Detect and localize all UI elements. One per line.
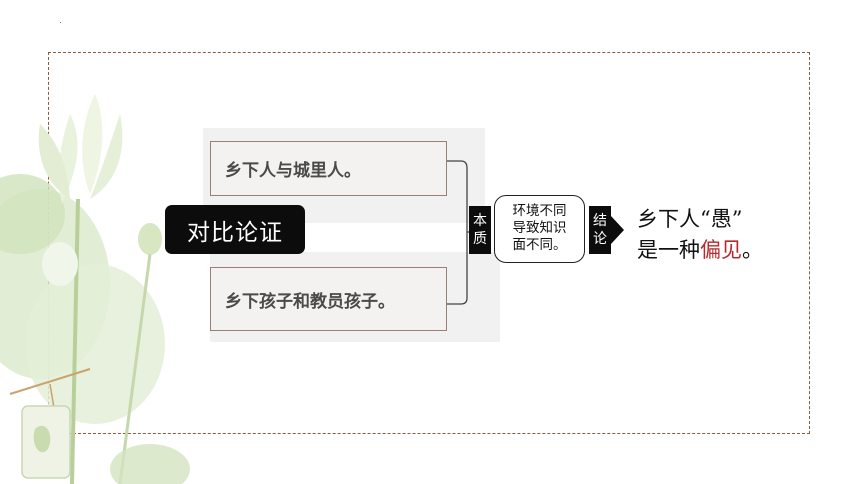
conclusion-tag-char-2: 论 [593, 231, 607, 247]
conclusion-line-1: 乡下人“愚” [637, 207, 743, 231]
conclusion-tag-char-1: 结 [593, 213, 607, 229]
conclusion-line-2: 是一种偏见。 [637, 235, 807, 266]
essence-tag-char-2: 质 [473, 231, 487, 247]
conclusion-arrow-icon [611, 216, 624, 244]
conclusion-highlight: 偏见 [700, 238, 742, 262]
essence-tag-char-1: 本 [473, 213, 487, 229]
essence-line-3: 面不同。 [512, 237, 567, 253]
conclusion-tag: 结 论 [589, 206, 611, 254]
conclusion-text: 乡下人“愚” 是一种偏见。 [637, 204, 807, 266]
corner-dot [60, 22, 61, 23]
comparison-top-box: 乡下人与城里人。 [210, 141, 447, 196]
method-label: 对比论证 [165, 205, 305, 254]
essence-line-2: 导致知识 [512, 220, 567, 236]
essence-tag: 本 质 [469, 206, 491, 254]
lotus-illustration [0, 94, 190, 484]
bracket-connector [447, 160, 471, 305]
essence-bubble: 环境不同 导致知识 面不同。 [494, 195, 585, 263]
comparison-bottom-box: 乡下孩子和教员孩子。 [210, 267, 447, 331]
essence-line-1: 环境不同 [512, 203, 567, 219]
conclusion-suffix: 。 [742, 238, 763, 262]
conclusion-prefix: 是一种 [637, 238, 700, 262]
